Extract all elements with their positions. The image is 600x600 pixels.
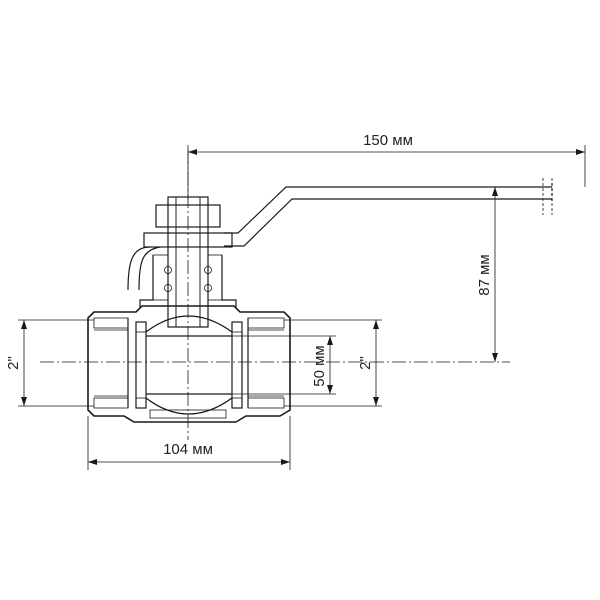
label-body-length: 104 мм — [163, 441, 213, 458]
stem-assembly — [127, 196, 237, 328]
dimension-bore-diameter: 50 мм — [232, 335, 336, 395]
dimension-thread-right: 2" — [284, 319, 382, 407]
dimension-body-length: 104 мм — [87, 416, 291, 470]
label-bore-diameter: 50 мм — [311, 345, 328, 386]
centerlines — [40, 150, 510, 440]
label-thread-left: 2" — [5, 356, 22, 370]
dimension-thread-left: 2" — [5, 319, 94, 407]
dimension-handle-length: 150 мм — [187, 132, 586, 200]
label-handle-length: 150 мм — [363, 132, 413, 149]
label-stem-height: 87 мм — [476, 254, 493, 295]
handle-lever — [224, 178, 553, 247]
label-thread-right: 2" — [357, 356, 374, 370]
dimension-stem-height: 87 мм — [476, 187, 498, 362]
valve-body — [87, 305, 291, 423]
